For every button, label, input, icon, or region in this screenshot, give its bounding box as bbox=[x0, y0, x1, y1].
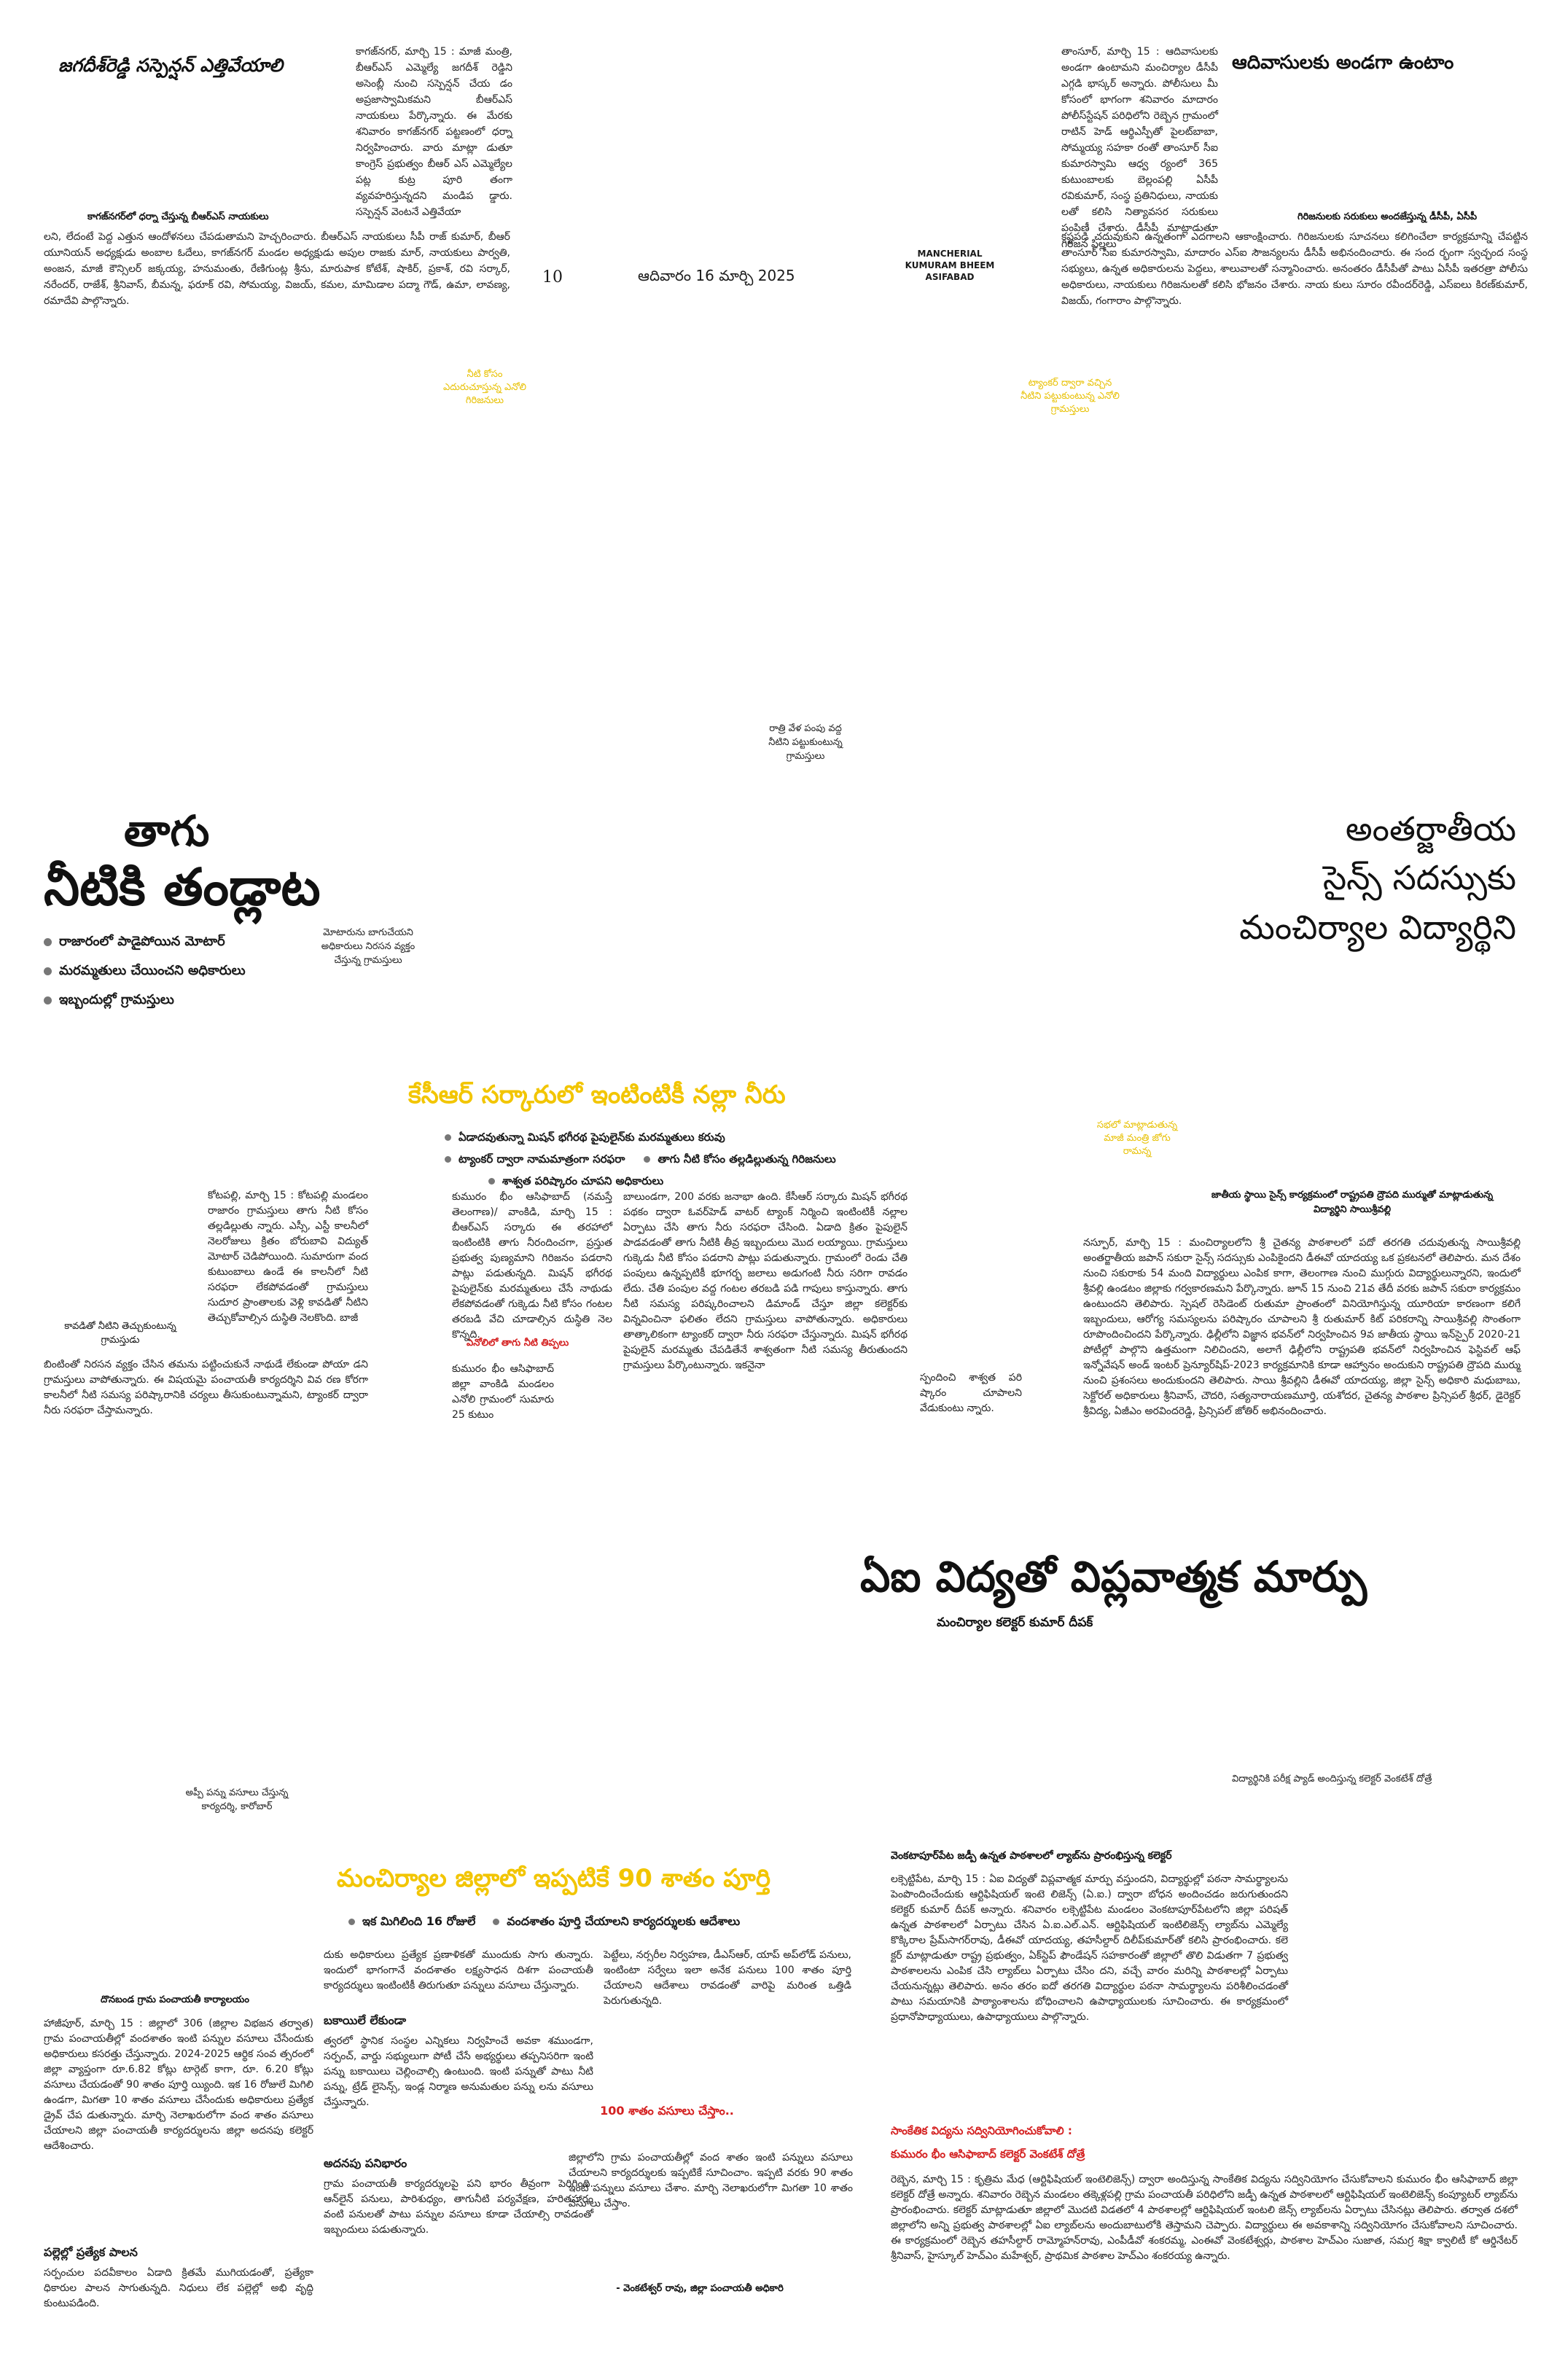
district-line1: MANCHERIAL bbox=[917, 249, 983, 259]
water-sub-bullet-2: ట్యాంకర్‌ ద్వారా నామమాత్రంగా సరఫరా bbox=[445, 1150, 625, 1168]
water-col3: బాలుండగా, 200 వరకు జనాభా ఉంది. కేసీఆర్‌ … bbox=[623, 1191, 908, 1371]
water-main-headline: కేసీఆర్‌ సర్కారులో ఇంటింటికీ నల్లా నీరు bbox=[408, 1080, 786, 1109]
tax-subhead-2: బకాయిలే లేకుండా bbox=[324, 2013, 407, 2027]
water-title-line2: నీటికి తండ్లాట bbox=[44, 857, 321, 917]
science-title-line3: మంచిర్యాల విద్యార్థిని bbox=[1239, 908, 1516, 947]
water-bullet-text: రాజారంలో పాడైపోయిన మోటార్‌ bbox=[59, 934, 225, 949]
ai-body2: రెబ్బెన, మార్చి 15 : కృత్రిమ మేధ (ఆర్టిఫ… bbox=[891, 2174, 1518, 2262]
water-col2: కుమురం భీం ఆసిఫాబాద్‌ (నమస్తే తెలంగాణ)/ … bbox=[452, 1191, 612, 1341]
tax-col2c: గ్రామ పంచాయతీ కార్యదర్శులపై పని భారం తీవ… bbox=[324, 2178, 593, 2236]
tax-bullets: ఇక మిగిలింది 16 రోజులే వందశాతం పూర్తి చే… bbox=[348, 1911, 740, 1932]
bullet-dot-icon bbox=[644, 1155, 651, 1163]
bullet-dot-icon bbox=[445, 1134, 451, 1141]
ai-red-title: సాంకేతిక విద్యను సద్వినియోగించుకోవాలి : bbox=[891, 2124, 1072, 2137]
story1-body: కాగజ్‌నగర్‌, మార్చి 15 : మాజీ మంత్రి, బీ… bbox=[356, 46, 512, 218]
district-line2: KUMURAM BHEEM bbox=[905, 260, 995, 270]
water-sub-bullet-row: ట్యాంకర్‌ ద్వారా నామమాత్రంగా సరఫరా తాగు … bbox=[445, 1150, 969, 1168]
water-sub-bullet-1: ఏడాదవుతున్నా మిషన్‌ భగీరథ పైపులైన్‌కు మర… bbox=[445, 1128, 969, 1146]
story2-body2: కష్టపడి చదువుకుని ఉన్నతంగా ఎదగాలని ఆకాంక… bbox=[1061, 231, 1528, 307]
water-sub-bullet-3: తాగు నీటి కోసం తల్లడిల్లుతున్న గిరిజనులు bbox=[644, 1150, 836, 1168]
water-sub-bullet-text: ట్యాంకర్‌ ద్వారా నామమాత్రంగా సరఫరా bbox=[458, 1152, 625, 1166]
bullet-dot-icon bbox=[348, 1918, 355, 1925]
tax-col2: దుకు అధికారులు ప్రత్యేక ప్రణాళికతో ముందు… bbox=[324, 1949, 593, 1991]
ai-headline: ఏఐ విద్యతో విప్లవాత్మక మార్పు bbox=[860, 1552, 1367, 1601]
story2-caption: గిరిజనులకు సరుకులు అందజేస్తున్న డీసీపీ, … bbox=[1298, 211, 1478, 222]
tax-photo-caption: దొనబండ గ్రామ పంచాయతీ కార్యాలయం bbox=[101, 1994, 249, 2005]
water-sub-bullet-text: ఏడాదవుతున్నా మిషన్‌ భగీరథ పైపులైన్‌కు మర… bbox=[458, 1131, 725, 1144]
science-body: నస్పూర్‌, మార్చి 15 : మంచిర్యాలలోని శ్రీ… bbox=[1083, 1237, 1521, 1417]
ai-body1: లక్సెట్టిపేట, మార్చి 15 : ఏఐ విద్యతో విప… bbox=[891, 1873, 1288, 2023]
water-bullet-text: ఇబ్బందుల్లో గ్రామస్తులు bbox=[59, 992, 174, 1007]
water-sub-bullets: ఏడాదవుతున్నా మిషన్‌ భగీరథ పైపులైన్‌కు మర… bbox=[445, 1128, 969, 1190]
ai-red-subtitle: కుమురం భీం ఆసిఫాబాద్‌ కలెక్టర్‌ వెంకటేశ్… bbox=[891, 2147, 1085, 2161]
ai-byline: మంచిర్యాల కలెక్టర్‌ కుమార్‌ దీపక్‌ bbox=[937, 1615, 1093, 1630]
water-sub-bullet-text: శాశ్వత పరిష్కారం చూపని అధికారులు bbox=[502, 1174, 664, 1187]
water-sub-bullet-text: తాగు నీటి కోసం తల్లడిల్లుతున్న గిరిజనులు bbox=[657, 1152, 836, 1166]
water-col1: కోటపల్లి, మార్చి 15 : కోటపల్లి మండలం రాజ… bbox=[208, 1190, 368, 1324]
story1-body2: లని, లేదంటే పెద్ద ఎత్తున ఆందోళనలు చేపడుత… bbox=[44, 231, 510, 307]
ai-sub1: వెంకటాపూర్‌పేట జడ్పీ ఉన్నత పాఠశాలలో ల్యా… bbox=[891, 1850, 1172, 1862]
bullet-dot-icon bbox=[44, 996, 52, 1004]
photo-caption-meeting: సభలో మాట్లాడుతున్న మాజీ మంత్రి జోగు రామన… bbox=[1096, 1120, 1178, 1157]
water-bullet-3: ఇబ్బందుల్లో గ్రామస్తులు bbox=[44, 990, 335, 1010]
tax-col3: పెట్టేలు, నర్సరీల నిర్వహణ, డీఎస్‌ఆర్‌, య… bbox=[604, 1949, 851, 2007]
tax-bullet-text: వందశాతం పూర్తి చేయాలని కార్యదర్శులకు ఆదే… bbox=[507, 1914, 741, 1928]
water-title-line1: తాగు bbox=[124, 806, 210, 856]
tax-bullet-2: వందశాతం పూర్తి చేయాలని కార్యదర్శులకు ఆదే… bbox=[493, 1911, 740, 1932]
water-col2b: కుమురం భీం ఆసిఫాబాద్‌ జిల్లా వాంకిడి మండ… bbox=[452, 1363, 554, 1421]
tax-quote-author: - వెంకటేశ్వర్‌ రావు, జిల్లా పంచాయతీ అధిక… bbox=[616, 2283, 784, 2294]
story1-caption: కాగజ్‌నగర్‌లో ధర్నా చేస్తున్న బీఆర్‌ఎస్‌… bbox=[87, 211, 269, 222]
photo-caption-enoli: నీటి కోసం ఎదురుచూస్తున్న ఎనోలి గిరిజనులు bbox=[442, 369, 527, 406]
science-caption: జాతీయ స్థాయి సైన్స్‌ కార్యక్రమంలో రాష్ట్… bbox=[1211, 1190, 1494, 1215]
tax-quote-body: జిల్లాలోని గ్రామ పంచాయతీల్లో వంద శాతం ఇం… bbox=[569, 2152, 853, 2209]
water-bullet-2: మరమ్మతులు చేయించని అధికారులు bbox=[44, 961, 335, 981]
ai-photo-sub: అప్పీ పన్ను వసూలు చేస్తున్న కార్యదర్శి, … bbox=[185, 1787, 289, 1812]
tax-subhead-3: అదనపు పనిభారం bbox=[324, 2156, 407, 2170]
tax-col1: హాజీపూర్‌, మార్చి 15 : జిల్లాలో 306 (జిల… bbox=[44, 2018, 313, 2152]
water-sub-bullet-4: శాశ్వత పరిష్కారం చూపని అధికారులు bbox=[488, 1172, 969, 1190]
district-line3: ASIFABAD bbox=[925, 272, 975, 282]
story1-headline: జగదీశ్‌రెడ్డి సస్పెన్షన్‌ ఎత్తివేయాలి bbox=[58, 55, 283, 76]
bullet-dot-icon bbox=[445, 1155, 451, 1163]
bullet-dot-icon bbox=[488, 1177, 495, 1185]
bullet-dot-icon bbox=[44, 967, 52, 975]
story2-headline: ఆదివాసులకు అండగా ఉంటాం bbox=[1232, 52, 1454, 74]
district-label: MANCHERIAL KUMURAM BHEEM ASIFABAD bbox=[895, 248, 1004, 283]
bullet-dot-icon bbox=[493, 1918, 500, 1925]
water-photo-caption: మోటారును బాగుచేయని అధికారులు నిరసన వ్యక్… bbox=[321, 927, 415, 966]
bullet-dot-icon bbox=[44, 937, 52, 946]
photo-caption-night: రాత్రి వేళ పంపు వద్ద నీటిని పట్టుకుంటున్… bbox=[768, 723, 843, 762]
page-number: 10 bbox=[542, 268, 563, 286]
photo-caption-tanker: ట్యాంకర్‌ ద్వారా వచ్చిన నీటిని పట్టుకుంట… bbox=[1021, 378, 1120, 415]
water-bullet-text: మరమ్మతులు చేయించని అధికారులు bbox=[59, 963, 246, 978]
tax-col1b: సర్పంచుల పదవీకాలం ఏడాది క్రితమే ముగియడంత… bbox=[44, 2267, 313, 2309]
water-bullets: రాజారంలో పాడైపోయిన మోటార్‌ మరమ్మతులు చేయ… bbox=[44, 932, 335, 1010]
water-col2-subhead: ఎనోలిలో తాగు నీటి తిప్పలు bbox=[467, 1338, 569, 1349]
science-title-line2: సైన్స్‌ సదస్సుకు bbox=[1322, 858, 1516, 897]
tax-bullet-text: ఇక మిగిలింది 16 రోజులే bbox=[362, 1914, 476, 1928]
tax-bullet-1: ఇక మిగిలింది 16 రోజులే bbox=[348, 1911, 475, 1932]
science-title-line1: అంతర్జాతీయ bbox=[1345, 809, 1516, 848]
water-bullet-1: రాజారంలో పాడైపోయిన మోటార్‌ bbox=[44, 932, 335, 952]
water-col4: స్పందించి శాశ్వత పరి ష్కారం చూపాలని వేడు… bbox=[920, 1372, 1022, 1414]
water-col1b: బింటింతో నిరసన వ్యక్తం చేసిన తమను పట్టిం… bbox=[44, 1359, 368, 1416]
water-col1-caption: కావడితో నీటిని తెచ్చుకుంటున్న గ్రామస్తుడ… bbox=[64, 1321, 176, 1346]
tax-subhead-1: పల్లెల్లో ప్రత్యేక పాలన bbox=[44, 2245, 138, 2259]
tax-quote-title: 100 శాతం వసూలు చేస్తాం.. bbox=[600, 2104, 734, 2118]
tax-col2b: త్వరలో స్థానిక సంస్థల ఎన్నికలు నిర్వహించ… bbox=[324, 2035, 593, 2108]
ai-caption-right: విద్యార్థినికి పరీక్ష ప్యాడ్‌ అందిస్తున్… bbox=[1232, 1774, 1432, 1784]
tax-headline: మంచిర్యాల జిల్లాలో ఇప్పటికే 90 శాతం పూర్… bbox=[337, 1864, 770, 1893]
issue-date: ఆదివారం 16 మార్చి 2025 bbox=[638, 267, 795, 284]
story2-body: తాంసూర్‌, మార్చి 15 : ఆదివాసులకు అండగా ఉ… bbox=[1061, 46, 1218, 250]
